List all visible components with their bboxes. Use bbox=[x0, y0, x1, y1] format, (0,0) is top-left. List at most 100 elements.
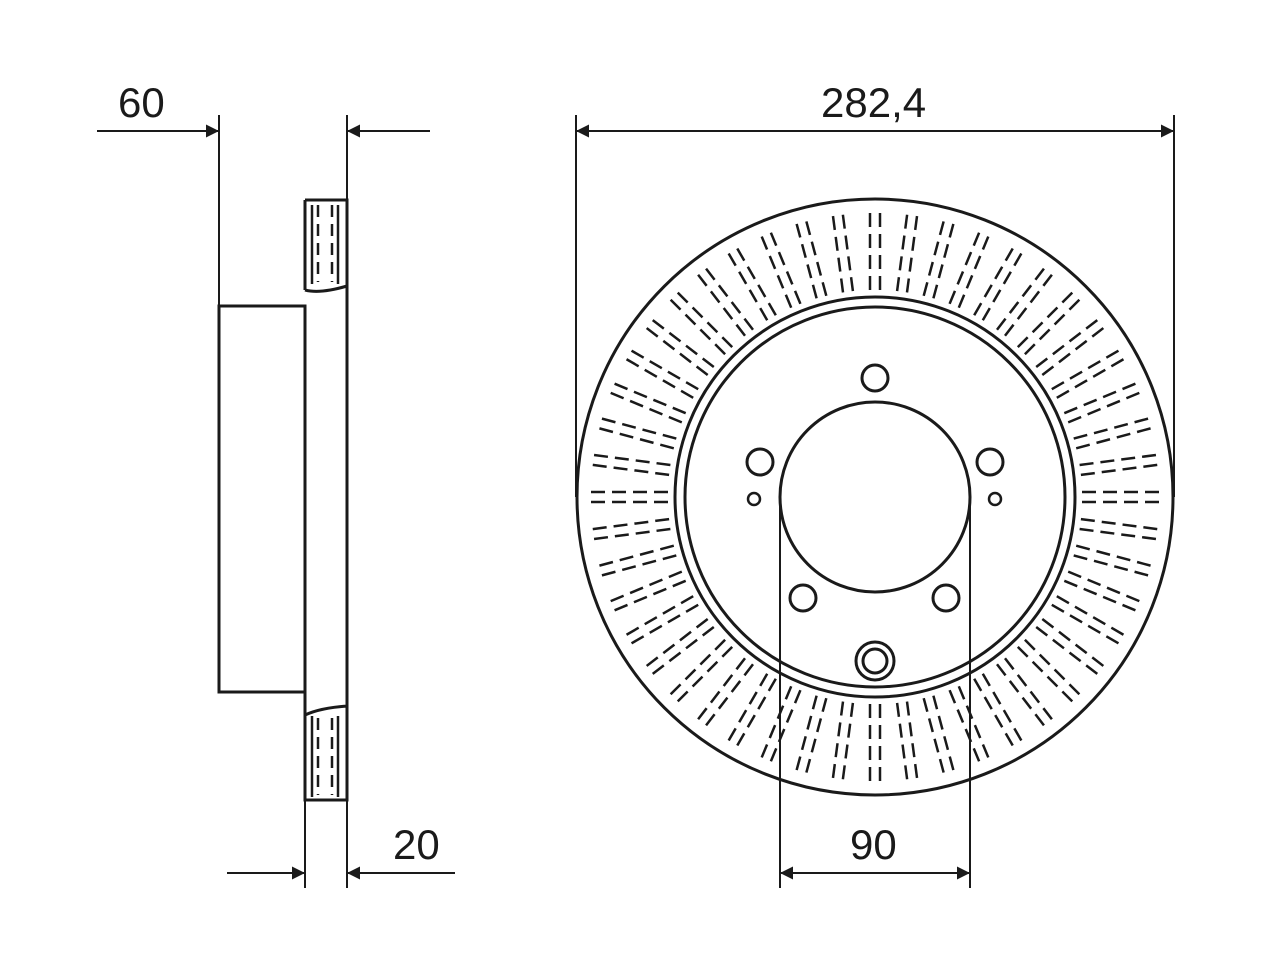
vane-slot-line bbox=[981, 673, 1026, 747]
vane-slot-line bbox=[604, 389, 683, 424]
vane-slot-line bbox=[1063, 579, 1142, 614]
vane-slot-line bbox=[1041, 618, 1109, 671]
vane-slot-line bbox=[758, 685, 793, 764]
bolt-hole-upper-right bbox=[975, 447, 1005, 477]
vane-slot-line bbox=[1073, 554, 1155, 579]
vane-slot-line bbox=[905, 701, 920, 785]
vane-slot-line bbox=[957, 685, 992, 764]
vane-slot-line bbox=[1024, 638, 1085, 700]
vane-slot-line bbox=[625, 346, 699, 391]
vane-slot-line bbox=[1080, 517, 1164, 532]
vane-slot-line bbox=[1075, 425, 1157, 450]
vane-slot-line bbox=[593, 425, 675, 450]
vane-slot-line bbox=[1056, 595, 1130, 639]
vane-slot-line bbox=[1056, 355, 1130, 399]
vane-slot-line bbox=[895, 702, 910, 786]
bottom-vent-section bbox=[310, 716, 340, 797]
vane-slot-line bbox=[672, 646, 734, 707]
vane-slot-line bbox=[587, 452, 671, 467]
locator-screw-outer bbox=[854, 640, 896, 682]
vane-slot-line bbox=[665, 294, 726, 356]
cooling-vanes bbox=[585, 207, 1165, 787]
vane-slot-line bbox=[981, 247, 1026, 321]
vane-slot-line bbox=[693, 657, 746, 725]
hub-height-label: 60 bbox=[118, 79, 165, 126]
friction-ring-inner-edge bbox=[673, 295, 1077, 699]
vane-slot-line bbox=[840, 208, 855, 292]
vane-slot-line bbox=[1035, 626, 1103, 679]
vane-slot-line bbox=[803, 697, 828, 779]
vane-slot-line bbox=[724, 247, 769, 321]
vane-slot-line bbox=[593, 544, 675, 569]
vane-slot-line bbox=[922, 697, 947, 779]
vane-slot-line bbox=[803, 215, 828, 297]
outer-diameter-label: 282,4 bbox=[821, 79, 927, 126]
vane-slot-line bbox=[973, 678, 1017, 752]
vane-slot-line bbox=[620, 595, 694, 639]
vane-slot-line bbox=[1075, 544, 1157, 569]
vane-slot-line bbox=[922, 215, 947, 297]
vane-slot-line bbox=[905, 209, 920, 293]
vane-slot-line bbox=[767, 689, 802, 768]
vane-slot-line bbox=[641, 323, 709, 376]
vane-slot-line bbox=[733, 242, 777, 316]
vane-slot-line bbox=[1073, 415, 1155, 440]
vane-slot-line bbox=[672, 287, 734, 348]
vane-slot-line bbox=[793, 695, 818, 777]
vane-slot-line bbox=[701, 663, 754, 731]
vane-slot-line bbox=[1063, 380, 1142, 415]
vane-slot-line bbox=[973, 242, 1017, 316]
vane-slot-line bbox=[625, 603, 699, 648]
vane-slot-line bbox=[948, 689, 983, 768]
vane-slot-line bbox=[724, 673, 769, 747]
vane-slot-line bbox=[932, 695, 957, 777]
top-vent-section bbox=[310, 205, 340, 284]
vane-slot-line bbox=[701, 263, 754, 331]
vane-slot-line bbox=[595, 415, 677, 440]
vane-slot-line bbox=[1004, 657, 1057, 725]
vane-slot-line bbox=[641, 618, 709, 671]
vane-slot-line bbox=[1051, 346, 1125, 391]
vane-slot-line bbox=[1079, 527, 1163, 542]
vane-slot-line bbox=[758, 230, 793, 309]
vane-slot-line bbox=[932, 217, 957, 299]
vane-slot-line bbox=[1004, 269, 1057, 337]
hat-outer-edge bbox=[683, 305, 1067, 689]
vane-slot-line bbox=[608, 579, 687, 614]
vane-slot-line bbox=[587, 527, 671, 542]
vane-slot-line bbox=[1067, 570, 1146, 605]
vane-slot-line bbox=[1024, 294, 1085, 356]
vane-slot-line bbox=[830, 209, 845, 293]
side-view-dimensions bbox=[97, 115, 455, 888]
outer-rim bbox=[575, 197, 1175, 797]
vane-slot-line bbox=[996, 263, 1049, 331]
vane-slot-line bbox=[620, 355, 694, 399]
bolt-hole-top bbox=[860, 363, 890, 393]
front-view-dimensions bbox=[575, 115, 1175, 888]
vane-slot-line bbox=[586, 462, 670, 477]
bolt-hole-lower-right bbox=[931, 583, 961, 613]
vane-slot-line bbox=[996, 663, 1049, 731]
disc-thickness-label: 20 bbox=[393, 821, 440, 868]
vane-slot-line bbox=[1016, 646, 1078, 707]
vane-slot-line bbox=[830, 701, 845, 785]
locator-screw-inner bbox=[861, 647, 889, 675]
vane-slot-line bbox=[1035, 315, 1103, 368]
center-bore bbox=[778, 400, 972, 594]
side-view bbox=[217, 198, 349, 802]
front-view bbox=[575, 197, 1175, 797]
center-bore-label: 90 bbox=[850, 821, 897, 868]
vane-slot-line bbox=[608, 380, 687, 415]
bolt-hole-upper-left bbox=[745, 447, 775, 477]
vane-slot-line bbox=[733, 678, 777, 752]
vane-slot-line bbox=[895, 208, 910, 292]
vane-slot-line bbox=[595, 554, 677, 579]
small-hole-left bbox=[746, 491, 762, 507]
vane-slot-line bbox=[647, 626, 715, 679]
vane-slot-line bbox=[665, 638, 726, 700]
vane-slot-line bbox=[1079, 452, 1163, 467]
vane-slot-line bbox=[647, 315, 715, 368]
vane-slot-line bbox=[767, 226, 802, 305]
vane-slot-line bbox=[1016, 287, 1078, 348]
